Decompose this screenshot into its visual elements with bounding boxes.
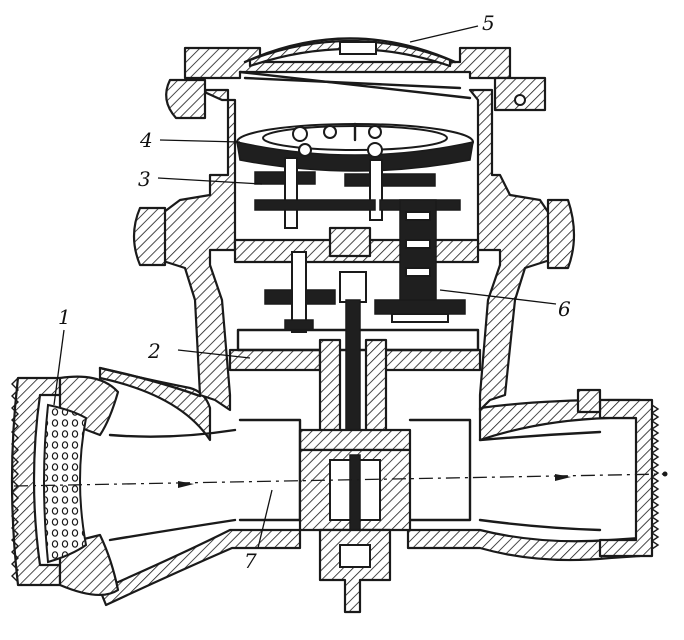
reduction-gear [374, 199, 466, 323]
label-3: 3 [138, 167, 151, 191]
leader-5 [409, 25, 479, 43]
leader-6 [439, 289, 557, 305]
label-6: 6 [558, 297, 571, 321]
leader-7 [257, 489, 273, 549]
inlet-connection [10, 375, 120, 597]
leader-2 [177, 349, 251, 359]
leader-3 [157, 177, 263, 185]
label-2: 2 [147, 339, 161, 363]
leader-1 [53, 329, 65, 406]
flow-arrow [13, 471, 668, 488]
callouts: 1 2 3 4 5 6 7 [53, 11, 571, 573]
glass-cover [238, 37, 472, 100]
impeller [238, 418, 472, 614]
label-5: 5 [482, 11, 495, 35]
strainer-mesh [43, 403, 88, 564]
leader-4 [159, 139, 241, 143]
label-4: 4 [139, 128, 153, 152]
label-1: 1 [58, 305, 71, 329]
dial-plate [236, 122, 474, 172]
counting-spindle [298, 271, 412, 452]
pipe-body [98, 366, 660, 607]
label-7: 7 [244, 549, 257, 573]
